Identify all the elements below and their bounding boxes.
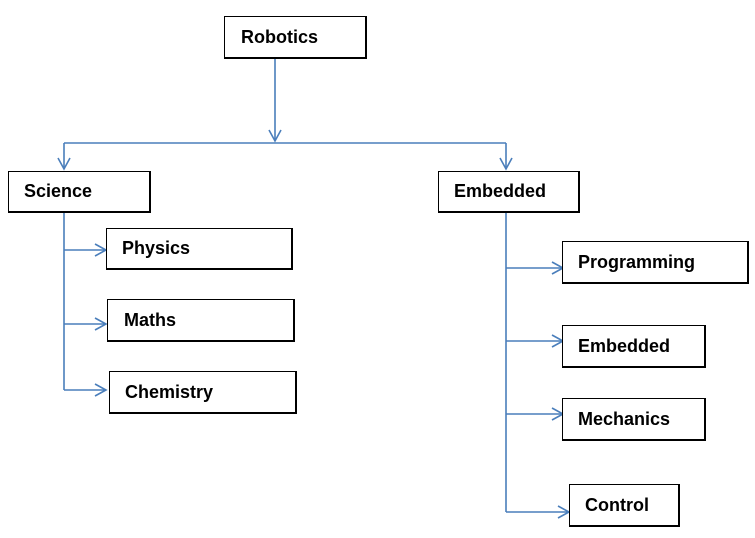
- leaf-node-mechanics: Mechanics: [562, 398, 706, 441]
- leaf-node-chemistry: Chemistry: [109, 371, 297, 414]
- leaf-node-maths: Maths: [107, 299, 295, 342]
- leaf-node-control: Control: [569, 484, 680, 527]
- branch-node-label: Embedded: [454, 181, 547, 201]
- leaf-node-label: Programming: [578, 251, 696, 272]
- branch-node-label: Science: [24, 181, 93, 201]
- root-node-label: Robotics: [241, 26, 319, 47]
- branch-node-science: Science: [8, 171, 151, 213]
- leaf-node-label: Mechanics: [578, 408, 671, 429]
- leaf-node-label: Maths: [124, 309, 177, 330]
- leaf-node-label: Embedded: [578, 335, 671, 356]
- leaf-node-label: Chemistry: [125, 381, 214, 402]
- leaf-node-embedded: Embedded: [562, 325, 706, 368]
- leaf-node-physics: Physics: [106, 228, 293, 270]
- leaf-node-label: Control: [585, 494, 649, 515]
- leaf-node-label: Physics: [122, 238, 191, 258]
- root-node-robotics: Robotics: [224, 16, 367, 59]
- leaf-node-programming: Programming: [562, 241, 749, 284]
- branch-node-embedded: Embedded: [438, 171, 580, 213]
